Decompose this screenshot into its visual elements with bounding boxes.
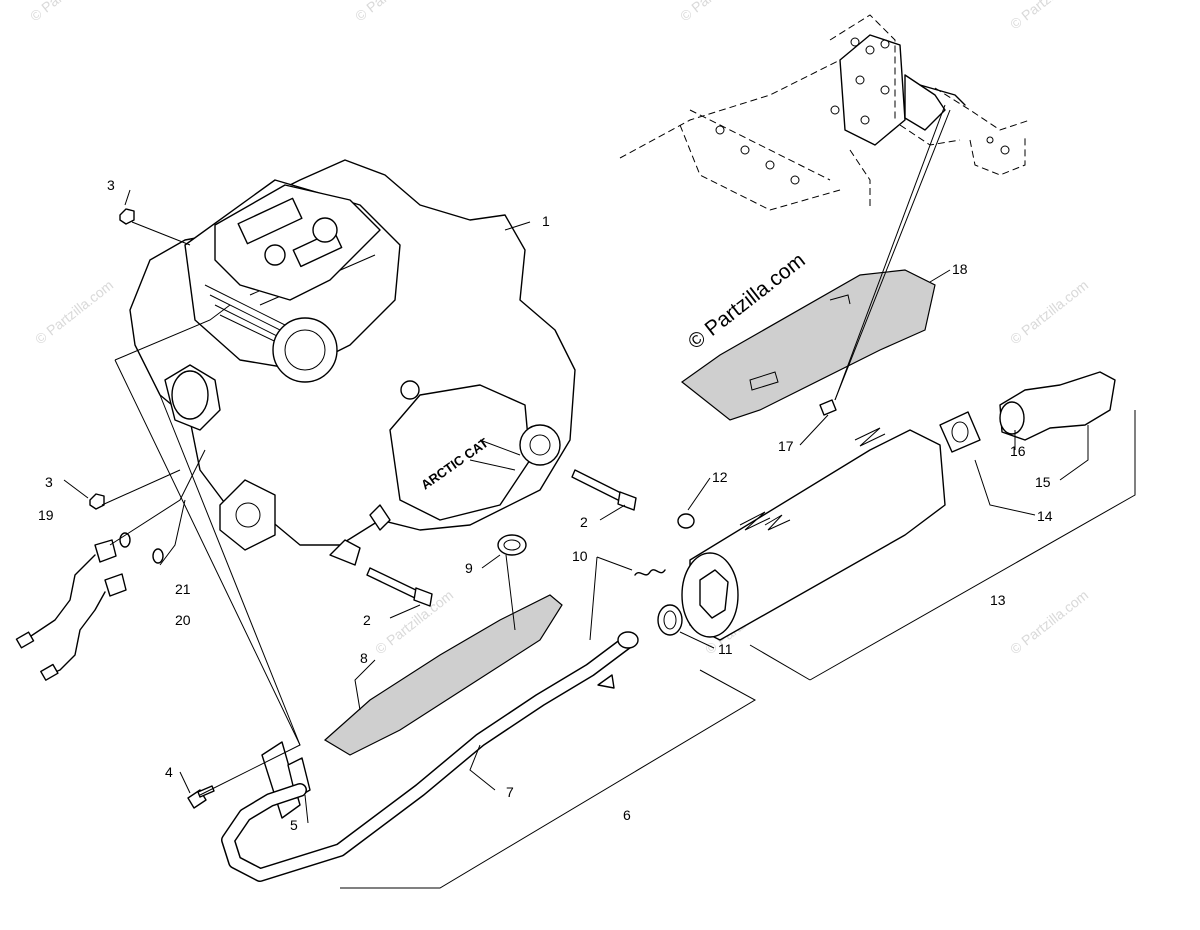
heat-shield-8	[323, 594, 563, 756]
callout-8: 8	[360, 650, 368, 666]
callout-17: 17	[778, 438, 794, 454]
callout-2-lower: 2	[363, 612, 371, 628]
engine-assembly: ARCTIC CAT	[129, 159, 576, 566]
watermark-left: © Partzilla.com	[32, 277, 116, 348]
callout-10: 10	[572, 548, 588, 564]
muffler-13	[681, 427, 946, 641]
leader-lines	[63, 104, 1136, 889]
callout-13: 13	[990, 592, 1006, 608]
callout-3-lower: 3	[45, 474, 53, 490]
heat-shield-18	[681, 269, 936, 421]
callout-15: 15	[1035, 474, 1051, 490]
watermark-top-right: © Partzilla.com	[677, 0, 761, 24]
sensor-19	[15, 539, 117, 649]
watermark-top-left: © Partzilla.com	[27, 0, 111, 24]
watermark-top-far-right: © Partzilla.com	[1007, 0, 1091, 32]
callout-1: 1	[542, 213, 550, 229]
stud-bolt-upper	[571, 469, 637, 511]
callout-14: 14	[1037, 508, 1053, 524]
callout-4: 4	[165, 764, 173, 780]
frame-rails	[619, 14, 1031, 211]
callout-19: 19	[38, 507, 54, 523]
watermark-right: © Partzilla.com	[1007, 277, 1091, 348]
watermark-top-mid: © Partzilla.com	[352, 0, 436, 24]
callout-labels: 1 2 2 3 3 4 5 6 7 8 9 10 11 12 13 14 15 …	[38, 177, 1053, 833]
callout-5: 5	[290, 817, 298, 833]
nut-lower	[89, 493, 105, 510]
callout-2-upper: 2	[580, 514, 588, 530]
callout-3-upper: 3	[107, 177, 115, 193]
header-pipe-7-inner	[222, 634, 636, 881]
callout-21: 21	[175, 581, 191, 597]
callout-16: 16	[1010, 443, 1026, 459]
callout-7: 7	[506, 784, 514, 800]
callout-11: 11	[718, 641, 733, 657]
nut-top	[119, 208, 135, 225]
callout-12: 12	[712, 469, 728, 485]
callout-18: 18	[952, 261, 968, 277]
watermark-lower-right: © Partzilla.com	[1007, 587, 1091, 658]
callout-20: 20	[175, 612, 191, 628]
stud-bolt-lower	[366, 567, 433, 607]
sensor-20	[40, 573, 127, 681]
callout-6: 6	[623, 807, 631, 823]
callout-9: 9	[465, 560, 473, 576]
